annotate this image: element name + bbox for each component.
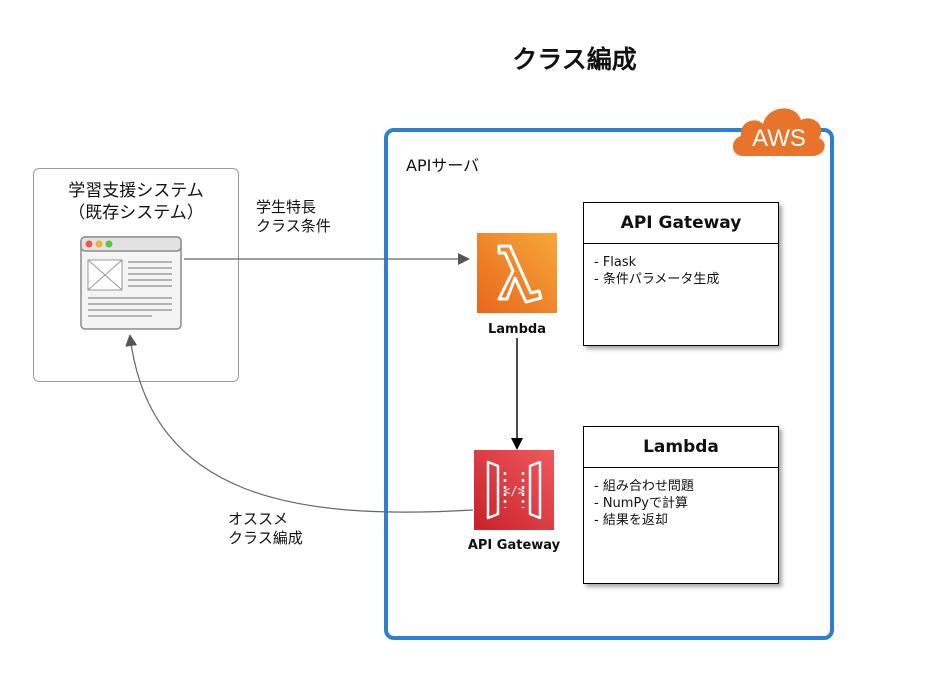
api-server-label: APIサーバ [406, 156, 480, 175]
response-edge-line2: クラス編成 [228, 529, 303, 547]
lambda-info-body: - 組み合わせ問題 - NumPyで計算 - 結果を返却 [584, 468, 778, 539]
browser-window-icon [80, 236, 182, 330]
svg-text:</>: </> [503, 484, 525, 498]
api-gateway-info-box: API Gateway - Flask - 条件パラメータ生成 [583, 202, 779, 346]
lambda-info-title: Lambda [584, 427, 778, 468]
legacy-system-title-line1: 学習支援システム [68, 181, 204, 201]
lambda-icon [477, 233, 557, 313]
lambda-info-box: Lambda - 組み合わせ問題 - NumPyで計算 - 結果を返却 [583, 426, 779, 584]
aws-badge-text: AWS [752, 125, 806, 152]
aws-container [384, 128, 834, 640]
response-arrow [125, 334, 474, 513]
api-gateway-info-item: - 条件パラメータ生成 [594, 272, 720, 287]
request-edge-line2: クラス条件 [256, 217, 331, 235]
api-gateway-info-item: - Flask [594, 255, 637, 270]
response-edge-line1: オススメ [228, 510, 289, 528]
lambda-info-item: - 組み合わせ問題 [594, 479, 694, 494]
request-edge-label: 学生特長 クラス条件 [256, 198, 331, 236]
api-gateway-icon-label: API Gateway [467, 538, 561, 553]
lambda-info-item: - NumPyで計算 [594, 496, 688, 511]
response-edge-label: オススメ クラス編成 [228, 510, 303, 548]
legacy-system-title: 学習支援システム （既存システム） [33, 180, 239, 224]
lambda-info-item: - 結果を返却 [594, 513, 668, 528]
api-gateway-info-body: - Flask - 条件パラメータ生成 [584, 244, 778, 298]
api-gateway-info-title: API Gateway [584, 203, 778, 244]
diagram-title: クラス編成 [512, 45, 637, 74]
request-edge-line1: 学生特長 [256, 198, 317, 216]
aws-cloud-icon: AWS [732, 108, 825, 156]
lambda-icon-label: Lambda [488, 322, 546, 337]
api-gateway-icon: </> [474, 450, 554, 530]
legacy-system-title-line2: （既存システム） [68, 203, 204, 223]
